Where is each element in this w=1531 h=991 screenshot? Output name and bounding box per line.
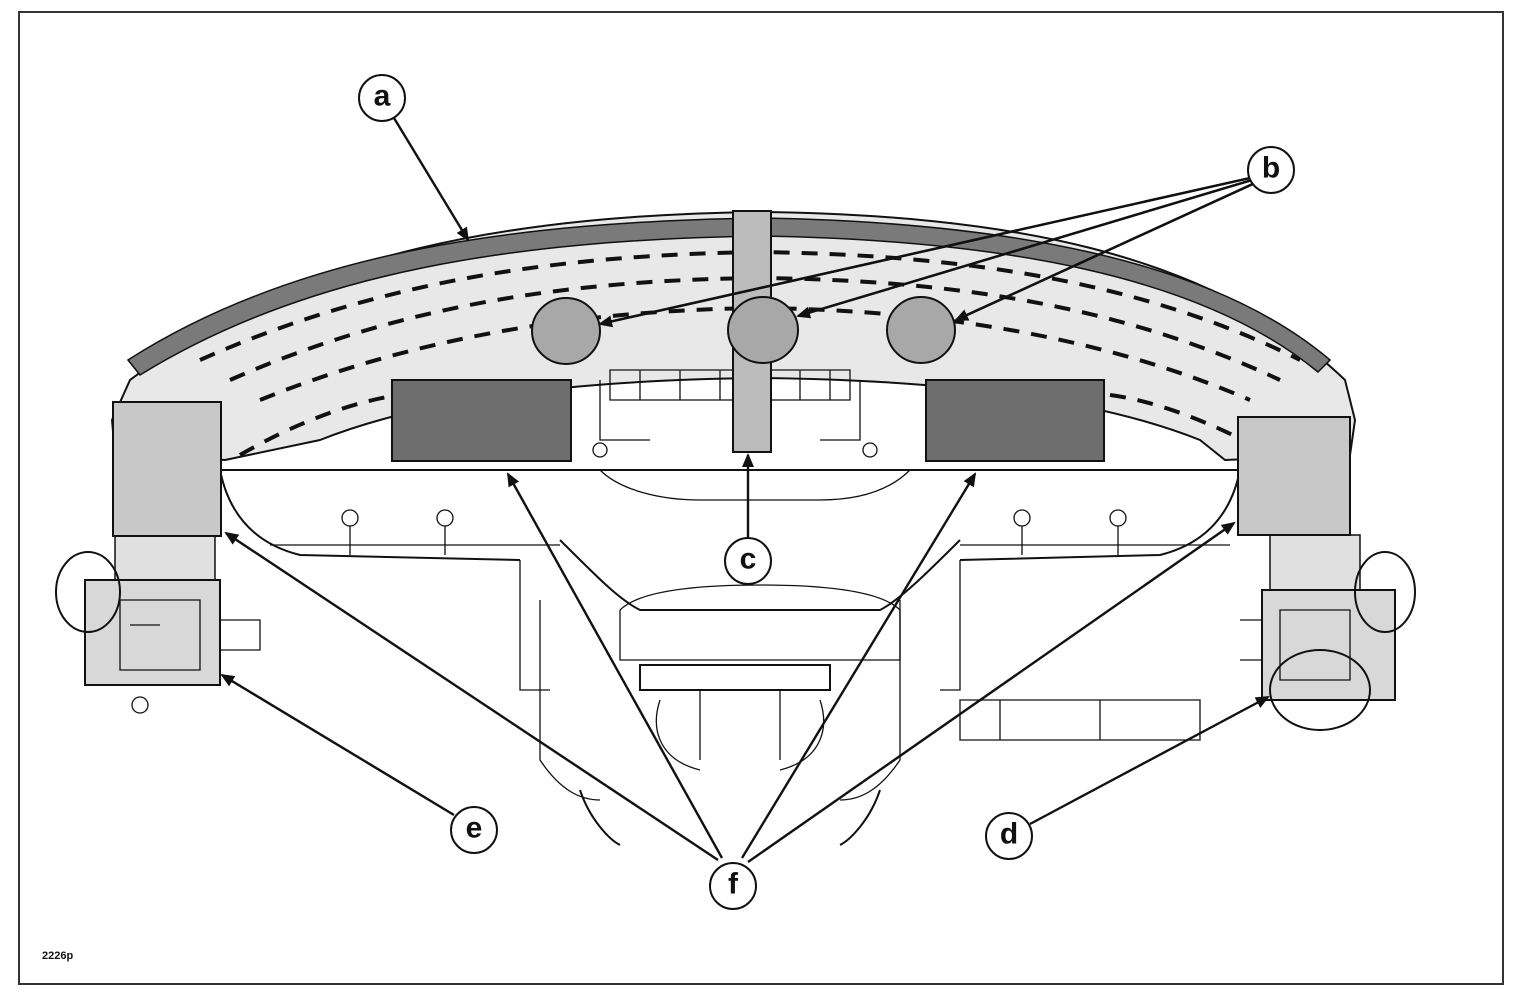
callout-d-label: d: [1000, 818, 1018, 851]
right-side-box: [1237, 416, 1351, 536]
lower-structure: [219, 369, 1241, 846]
callout-f: f: [709, 862, 757, 910]
callout-d: d: [985, 812, 1033, 860]
left-side-assembly: [55, 534, 261, 714]
callout-a: a: [358, 74, 406, 122]
callout-e: e: [450, 806, 498, 854]
right-center-vent: [925, 379, 1105, 462]
round-vent-left: [531, 297, 601, 365]
callout-b: b: [1247, 146, 1295, 194]
figure-reference-code: 2226p: [42, 950, 74, 962]
callout-e-label: e: [466, 812, 483, 845]
leader-lines: [220, 117, 1270, 863]
callout-c: c: [724, 537, 772, 585]
top-strip: [126, 217, 1332, 376]
callout-c-label: c: [740, 543, 757, 576]
callout-a-label: a: [374, 80, 391, 113]
round-vent-right: [886, 296, 956, 364]
left-side-box: [112, 401, 222, 537]
round-vent-center: [727, 296, 799, 364]
left-center-vent: [391, 379, 572, 462]
callout-b-label: b: [1262, 152, 1280, 185]
callout-f-label: f: [728, 868, 739, 901]
right-side-assembly: [1240, 534, 1416, 731]
